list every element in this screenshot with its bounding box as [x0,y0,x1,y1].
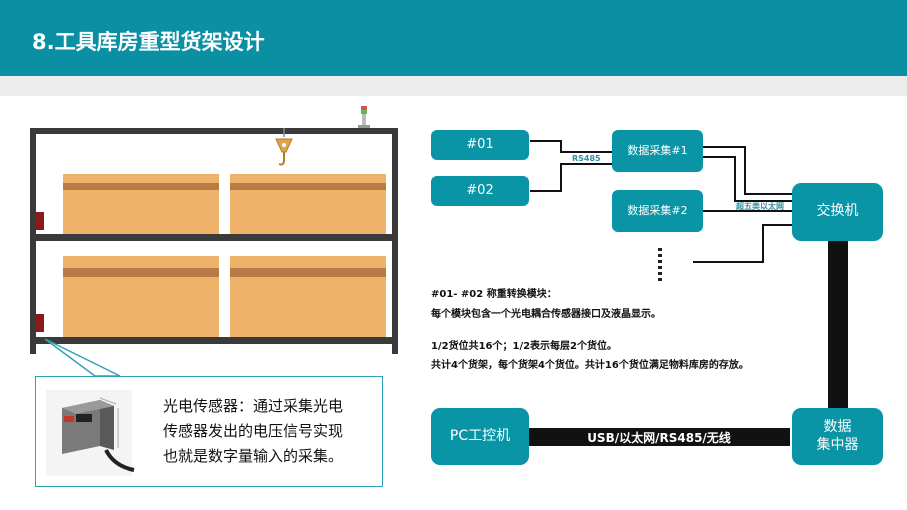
sensor-marker-upper [36,212,44,230]
link-switch-concentrator [828,240,848,409]
sensor-text-line-3: 也就是数字量输入的采集。 [163,447,344,465]
collector-1-label: 数据采集#1 [627,144,688,158]
shelf-beam-middle [30,234,398,241]
sub-band [0,76,907,96]
module-02-node: #02 [431,176,529,206]
shelf-beam-top [30,128,398,134]
ellipsis-dots [658,248,662,281]
cat5-label: 超五类以太网 [736,202,784,211]
page-title: 8.工具库房重型货架设计 [32,30,265,54]
module-02-label: #02 [466,182,494,198]
sensor-text-line-2: 传感器发出的电压信号实现 [163,422,344,440]
cargo-box [230,256,386,337]
module-01-node: #01 [431,130,529,160]
link-02-collect1 [530,163,612,192]
sensor-description: 光电传感器：通过采集光电 传感器发出的电压信号实现 也就是数字量输入的采集。 [163,394,343,469]
link-collect1-switch-a [703,146,792,195]
switch-node: 交换机 [792,183,883,241]
collector-1-node: 数据采集#1 [612,130,703,172]
collector-2-label: 数据采集#2 [627,204,688,218]
sensor-marker-lower [36,314,44,332]
note-line-3: 1/2货位共16个；1/2表示每层2个货位。 [431,341,618,352]
link-01-collect1 [530,140,612,153]
note-line-4: 共计4个货架，每个货架4个货位。共计16个货位满足物料库房的存放。 [431,360,749,371]
switch-label: 交换机 [816,203,859,220]
link-collect1-switch-b [703,156,792,202]
link-pc-concentrator [528,428,790,446]
concentrator-label-line1: 数据 [823,419,852,435]
note-line-2: 每个模块包含一个光电耦合传感器接口及液晶显示。 [431,309,661,320]
note-line-1: #01- #02 称重转换模块： [431,289,557,300]
photoelectric-sensor-icon [46,390,135,476]
module-01-label: #01 [466,136,494,152]
cargo-box [63,174,219,234]
title-bar: 8.工具库房重型货架设计 [0,0,907,76]
pc-node: PC工控机 [431,408,529,465]
cargo-box [63,256,219,337]
signal-tower-icon [358,106,370,130]
concentrator-node: 数据 集中器 [792,408,883,465]
sensor-text-line-1: 光电传感器：通过采集光电 [163,397,344,415]
collector-2-node: 数据采集#2 [612,190,703,232]
crane-hook-icon [275,128,293,166]
cargo-box [230,174,386,234]
shelf-beam-bottom [30,337,398,344]
link-more-switch [693,224,792,263]
bus-label: USB/以太网/RS485/无线 [587,430,731,445]
pc-label: PC工控机 [449,427,511,444]
concentrator-label-line2: 集中器 [816,436,859,453]
rs485-label: RS485 [572,154,601,163]
